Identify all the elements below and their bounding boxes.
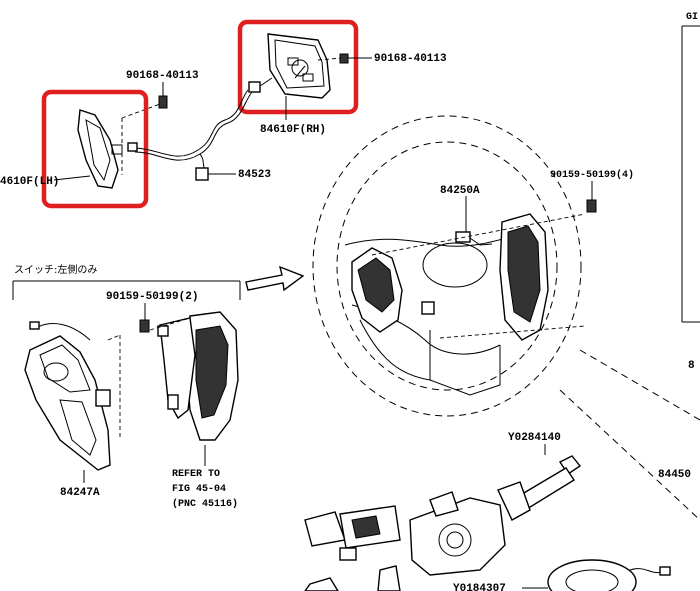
part-number-84523: 84523 [238,169,271,181]
direction-arrow-icon [245,265,305,292]
note-switch-left-only: スイッチ:左側のみ [14,263,97,276]
bolt-90159-qty4-icon [586,199,597,213]
note-bracket [12,280,241,300]
part-number-90168-right: 90168-40113 [374,53,447,65]
part-number-84450: 84450 [658,469,691,481]
part-number-y0284140: Y0284140 [508,432,561,444]
switch-lh-drawing [77,103,161,189]
part-number-90168-left: 90168-40113 [126,70,199,82]
highlight-box-rh [237,19,359,115]
refer-text-line1: REFER TO [172,469,220,480]
steering-wheel-hub-drawing [344,213,586,396]
part-number-84610f-rh: 84610F(RH) [260,124,326,136]
bolt-90168-left-icon [158,95,168,109]
part-number-84610f-lh: 4610F(LH) [0,176,59,188]
part-number-90159-qty4: 90159-50199(4) [550,169,634,181]
right-panel-frame [681,25,700,323]
reference-switch-drawing [149,311,239,441]
right-cut-label-8: 8 [688,360,695,372]
part-number-84250a: 84250A [440,185,480,197]
bolt-90159-qty2-icon [139,319,150,333]
switch-84247a-drawing [24,321,121,471]
steering-wheel-outline [312,115,700,521]
part-number-84247a: 84247A [60,487,100,499]
refer-text-line3: (PNC 45116) [172,498,238,510]
combination-switch-drawing [304,455,671,591]
switch-rh-drawing [248,33,343,99]
refer-text-line2: FIG 45-04 [172,484,226,495]
wire-harness-84523-drawing [127,89,253,181]
part-number-y0184307: Y0184307 [453,583,506,591]
right-cut-label-gi: GI [686,12,698,23]
part-number-90159-qty2: 90159-50199(2) [106,291,198,303]
